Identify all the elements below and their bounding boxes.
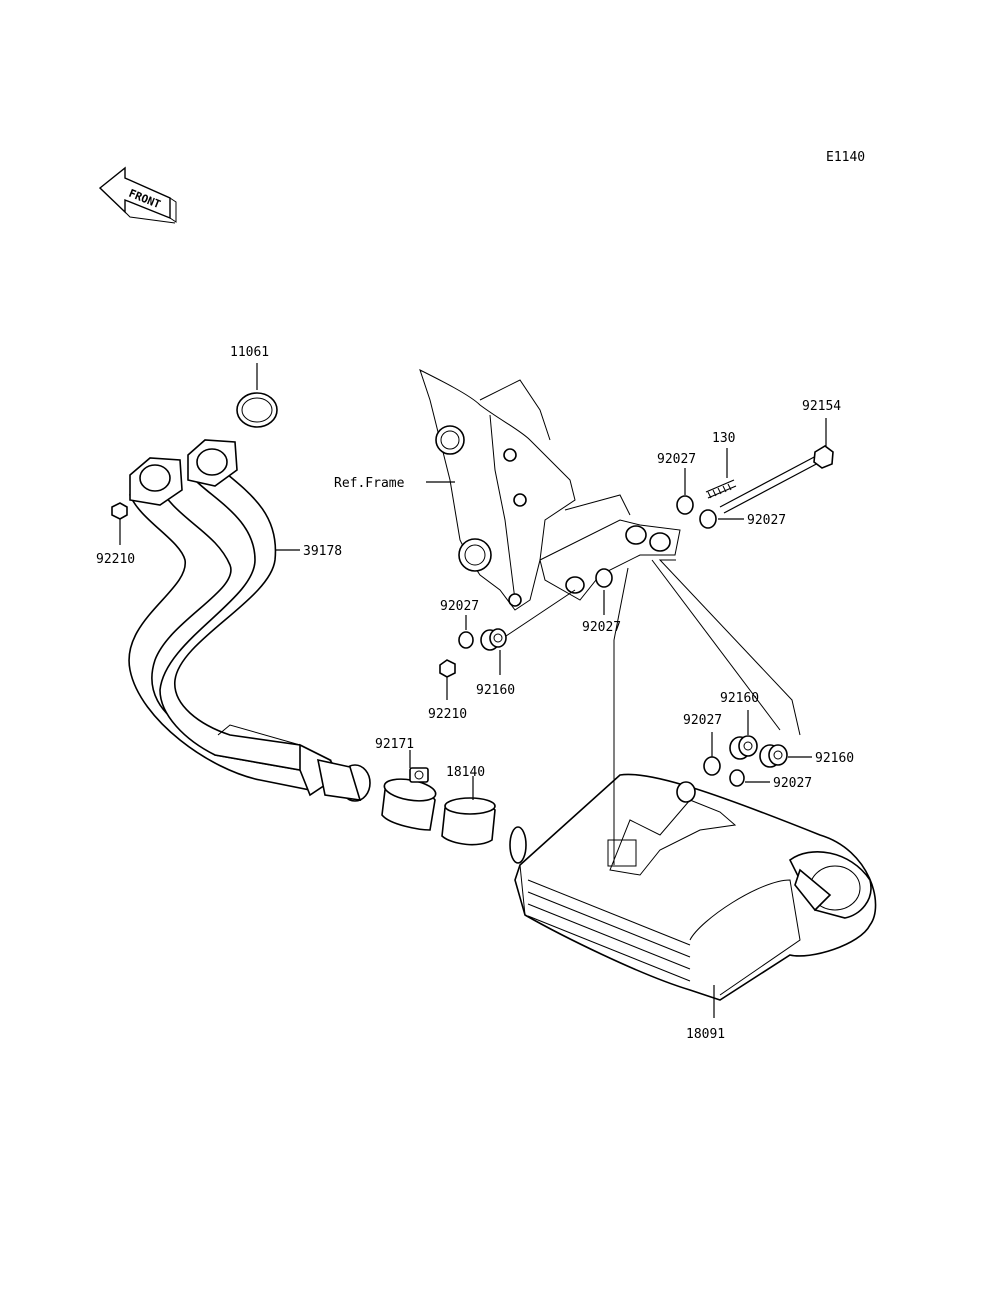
pipe-clamp	[381, 767, 437, 831]
callout-130: 130	[712, 431, 735, 446]
washer	[595, 568, 613, 588]
callout-11061: 11061	[230, 345, 269, 360]
callout-92027-top: 92027	[657, 452, 696, 467]
callout-92027-lower-left: 92027	[683, 713, 722, 728]
muffler	[509, 773, 877, 1001]
ref-frame-label: Ref.Frame	[334, 476, 405, 491]
exhaust-header-pipe	[128, 439, 371, 802]
flange-nut	[111, 502, 128, 520]
exhaust-sleeve	[441, 797, 496, 846]
frame-section	[419, 369, 681, 611]
callout-39178: 39178	[303, 544, 342, 559]
callout-92027-left: 92027	[440, 599, 479, 614]
callout-18091: 18091	[686, 1027, 725, 1042]
diagram-code: E1140	[826, 150, 865, 165]
long-bolt	[719, 445, 834, 514]
rubber-grommet	[759, 744, 788, 768]
callout-92027-lower-right: 92027	[773, 776, 812, 791]
callout-92027-center: 92027	[582, 620, 621, 635]
stud-bolt	[705, 479, 737, 499]
callout-92210-center: 92210	[428, 707, 467, 722]
washer	[703, 756, 721, 776]
washer	[729, 769, 745, 787]
callout-92160-right: 92160	[815, 751, 854, 766]
rubber-grommet	[480, 628, 507, 651]
callout-92160-middle: 92160	[720, 691, 759, 706]
washer	[676, 495, 694, 515]
front-arrow-icon: FRONT	[98, 166, 177, 224]
callout-18140: 18140	[446, 765, 485, 780]
washer	[699, 509, 717, 529]
callout-92154: 92154	[802, 399, 841, 414]
callout-92210-left: 92210	[96, 552, 135, 567]
callout-92171: 92171	[375, 737, 414, 752]
rubber-grommet	[729, 735, 758, 760]
callout-92160-left: 92160	[476, 683, 515, 698]
flange-nut	[439, 659, 456, 678]
washer	[458, 631, 474, 649]
callout-92027-right: 92027	[747, 513, 786, 528]
